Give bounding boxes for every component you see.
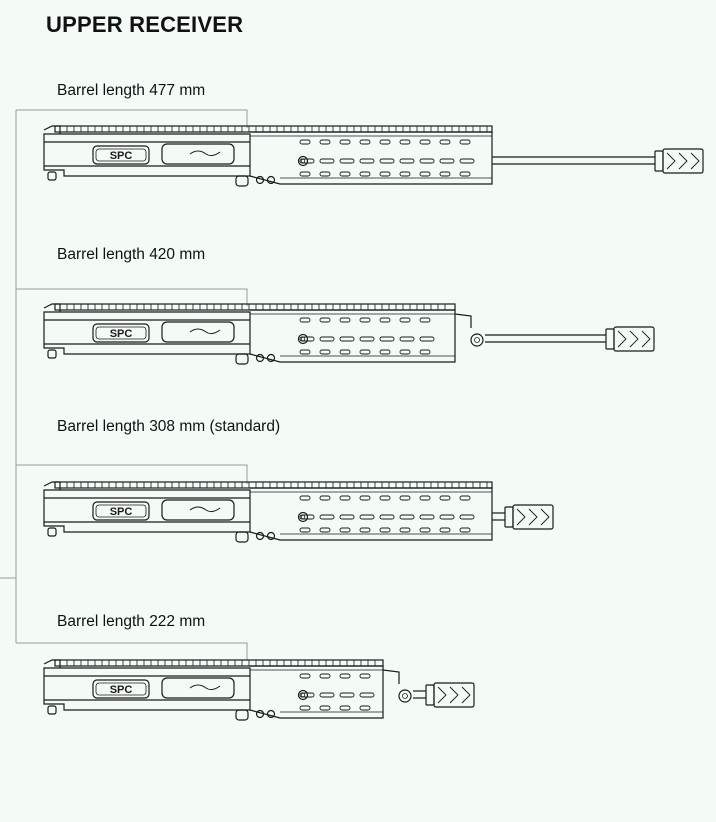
receiver-308: SPC [43, 481, 554, 543]
receiver-body [43, 667, 251, 721]
handguard [249, 665, 384, 719]
muzzle-brake [425, 682, 475, 708]
receiver-body [43, 311, 251, 365]
receiver-body [43, 489, 251, 543]
svg-text:SPC: SPC [110, 506, 133, 518]
handguard [249, 487, 493, 541]
handguard [249, 309, 456, 363]
receiver-477: SPC [43, 125, 704, 187]
svg-text:SPC: SPC [110, 328, 133, 340]
top-rail [54, 125, 493, 133]
receiver-222: SPC [43, 659, 475, 721]
spc-logo: SPC [92, 323, 150, 343]
spc-logo: SPC [92, 679, 150, 699]
muzzle-brake [504, 504, 554, 530]
variant-label-222: Barrel length 222 mm [57, 613, 206, 630]
top-rail [54, 481, 493, 489]
variant-label-477: Barrel length 477 mm [57, 82, 206, 99]
page-title: UPPER RECEIVER [46, 12, 244, 37]
barrel [485, 334, 606, 343]
top-rail [54, 303, 456, 311]
svg-text:SPC: SPC [110, 684, 133, 696]
spc-logo: SPC [92, 145, 150, 165]
barrel [492, 156, 655, 165]
muzzle-brake [654, 148, 704, 174]
barrel [413, 690, 426, 699]
receiver-body [43, 133, 251, 187]
receiver-420: SPC [43, 303, 655, 365]
top-rail [54, 659, 384, 667]
svg-text:SPC: SPC [110, 150, 133, 162]
variant-label-420: Barrel length 420 mm [57, 246, 206, 263]
connector-lines [0, 109, 248, 660]
handguard [249, 131, 493, 185]
spc-logo: SPC [92, 501, 150, 521]
variant-label-308: Barrel length 308 mm (standard) [57, 418, 281, 435]
barrel [492, 512, 505, 521]
muzzle-brake [605, 326, 655, 352]
